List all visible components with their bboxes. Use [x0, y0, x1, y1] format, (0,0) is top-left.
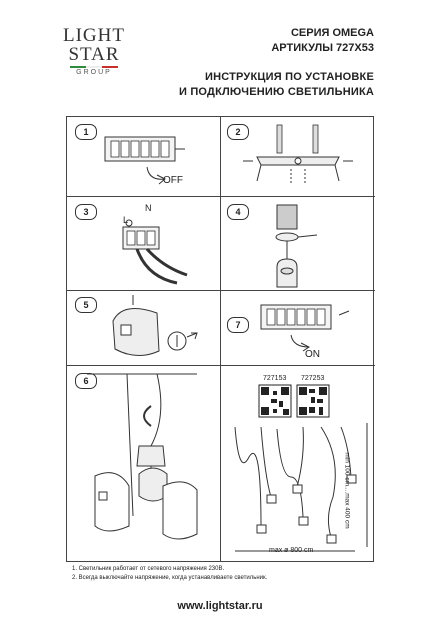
shade-bulb-illustration — [112, 295, 198, 356]
step1-cell — [67, 117, 221, 197]
articles-title: АРТИКУЛЫ 727X53 — [271, 42, 374, 54]
step4-cell — [221, 197, 375, 291]
wiring-connection-illustration — [122, 219, 188, 285]
qr-code-727253 — [296, 384, 330, 418]
terminal-block-on-illustration — [260, 304, 350, 352]
step-number-3: 3 — [75, 204, 97, 220]
note-2: 2. Всегда выключайте напряжение, когда у… — [72, 575, 268, 581]
canopy-assembly-illustration — [275, 204, 318, 288]
instruction-title-line1: ИНСТРУКЦИЯ ПО УСТАНОВКЕ — [205, 71, 374, 83]
pendant-dimensions-illustration — [234, 423, 368, 552]
italy-flag-stripe — [70, 66, 118, 68]
brand-logo: LIGHT STAR GROUP — [63, 26, 125, 76]
height-dimension-label: min 100 cm....max 400 cm — [343, 452, 351, 529]
step7-cell — [221, 291, 375, 366]
on-label: ON — [305, 349, 320, 360]
step-number-5: 5 — [75, 297, 97, 313]
logo-line3: GROUP — [76, 69, 112, 76]
terminal-block-off-illustration — [104, 136, 185, 185]
step3-cell — [67, 197, 221, 291]
hanging-shades-illustration — [87, 373, 198, 540]
qr-code-727153 — [258, 384, 292, 418]
series-title: СЕРИЯ OMEGA — [290, 27, 374, 39]
logo-line1: LIGHT — [63, 25, 125, 46]
neutral-wire-label: N — [145, 203, 152, 213]
step5-cell — [67, 291, 221, 366]
step-number-6: 6 — [75, 373, 97, 389]
off-label: OFF — [163, 175, 183, 186]
step-number-7: 7 — [227, 317, 249, 333]
step2-cell — [221, 117, 375, 197]
installation-notes: 1. Светильник работает от сетевого напря… — [72, 565, 267, 583]
instruction-title-line2: И ПОДКЛЮЧЕНИЮ СВЕТИЛЬНИКА — [178, 86, 374, 98]
live-wire-label: L — [123, 215, 129, 225]
step-number-2: 2 — [227, 124, 249, 140]
website-link[interactable]: www.lightstar.ru — [177, 600, 263, 612]
mounting-bracket-illustration — [243, 124, 353, 183]
step-number-1: 1 — [75, 124, 97, 140]
note-1: 1. Светильник работает от сетевого напря… — [72, 566, 225, 572]
article-code-727253: 727253 — [301, 375, 325, 382]
logo-line2: STAR — [68, 44, 120, 65]
width-dimension-label: max ø 800 cm — [269, 547, 314, 554]
instruction-panel: 1 2 3 4 5 7 6 OFF L N — [66, 116, 375, 562]
step-number-4: 4 — [227, 204, 249, 220]
step6-cell — [67, 366, 221, 561]
article-code-727153: 727153 — [263, 375, 287, 382]
